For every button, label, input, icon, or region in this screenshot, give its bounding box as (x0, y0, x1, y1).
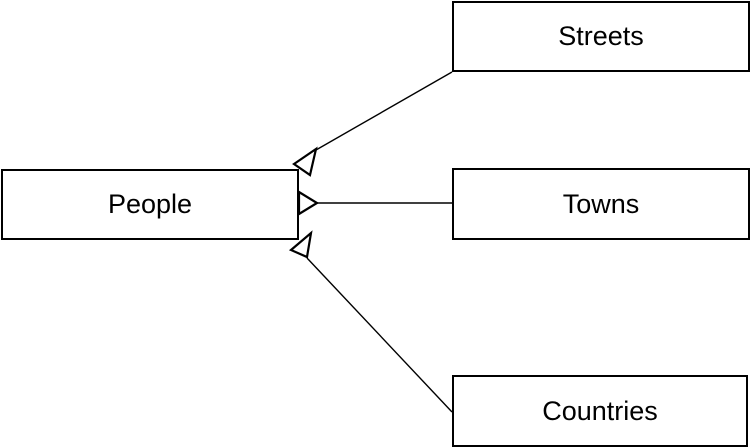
hollow-triangle-arrowhead-countries-icon (288, 230, 313, 259)
connector-streets-people (315, 71, 453, 151)
node-towns: Towns (452, 168, 750, 240)
hollow-triangle-arrowhead-towns-icon (297, 190, 320, 216)
node-countries-label: Countries (542, 395, 658, 426)
node-streets-label: Streets (558, 21, 644, 51)
node-towns-label: Towns (562, 188, 640, 219)
hollow-triangle-arrowhead-streets-icon (292, 146, 318, 177)
connector-countries-people (306, 257, 453, 413)
node-streets: Streets (452, 1, 750, 72)
node-countries: Countries (452, 375, 748, 447)
node-people: People (1, 169, 299, 240)
node-people-label: People (107, 189, 193, 219)
